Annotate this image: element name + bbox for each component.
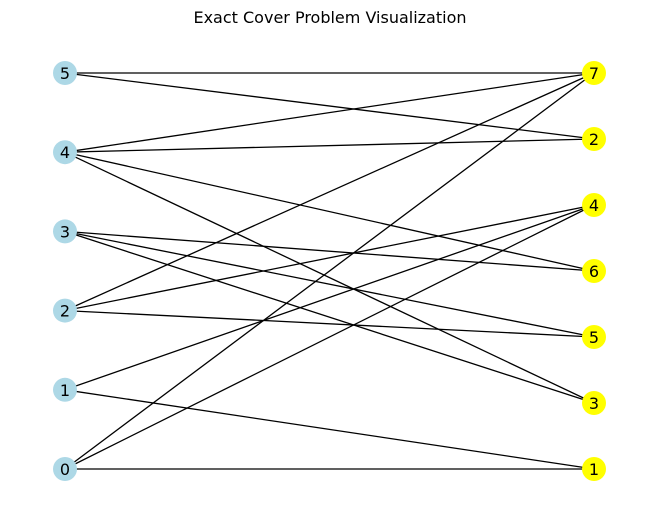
left-node-circle-0 — [53, 457, 77, 481]
left-node-circle-3 — [53, 219, 77, 244]
right-node-circle-1 — [582, 457, 606, 481]
right-node-label-3: 3 — [589, 394, 599, 413]
right-node-circle-6 — [582, 259, 606, 283]
left-node-label-1: 1 — [60, 381, 70, 400]
right-node-1: 1 — [582, 457, 606, 481]
edge-L4-R2 — [64, 138, 595, 153]
right-node-label-1: 1 — [589, 460, 599, 479]
right-node-2: 2 — [582, 127, 606, 151]
edge-L2-R5 — [64, 309, 595, 338]
left-node-label-2: 2 — [60, 302, 70, 321]
left-node-label-4: 4 — [60, 143, 70, 162]
right-node-circle-7 — [582, 61, 606, 85]
nodes-group: 5 4 3 2 1 0 7 2 4 6 5 3 1 — [53, 61, 606, 481]
right-node-circle-5 — [582, 325, 606, 349]
right-node-4: 4 — [582, 193, 606, 217]
edge-L4-R3 — [64, 151, 595, 404]
right-node-circle-4 — [582, 193, 606, 217]
edge-L5-R2 — [64, 72, 595, 140]
right-node-label-4: 4 — [589, 196, 599, 215]
edges-group — [64, 72, 595, 470]
right-node-3: 3 — [582, 391, 606, 415]
edge-L0-R4 — [64, 204, 595, 470]
right-node-circle-3 — [582, 391, 606, 415]
right-node-circle-2 — [582, 127, 606, 151]
edge-L2-R7 — [64, 72, 595, 312]
edge-L0-R7 — [64, 72, 595, 470]
edge-L3-R6 — [64, 230, 595, 272]
left-node-4: 4 — [53, 140, 77, 165]
right-node-label-6: 6 — [589, 262, 599, 281]
right-node-label-2: 2 — [589, 130, 599, 149]
right-node-5: 5 — [582, 325, 606, 349]
left-node-circle-2 — [53, 298, 77, 323]
left-node-3: 3 — [53, 219, 77, 244]
left-node-0: 0 — [53, 457, 77, 481]
right-node-label-5: 5 — [589, 328, 599, 347]
left-node-label-3: 3 — [60, 222, 70, 241]
left-node-label-5: 5 — [60, 64, 70, 83]
left-node-2: 2 — [53, 298, 77, 323]
edge-L4-R6 — [64, 151, 595, 272]
right-node-6: 6 — [582, 259, 606, 283]
edge-L3-R5 — [64, 230, 595, 338]
left-node-circle-1 — [53, 377, 77, 402]
edge-L2-R4 — [64, 204, 595, 312]
right-node-label-7: 7 — [589, 64, 599, 83]
left-node-label-0: 0 — [60, 460, 70, 479]
left-node-5: 5 — [53, 61, 77, 85]
left-node-circle-5 — [53, 61, 77, 85]
left-node-1: 1 — [53, 377, 77, 402]
edge-L1-R4 — [64, 204, 595, 391]
right-node-7: 7 — [582, 61, 606, 85]
left-node-circle-4 — [53, 140, 77, 165]
edge-L4-R7 — [64, 72, 595, 153]
edge-L3-R3 — [64, 230, 595, 404]
diagram-title: Exact Cover Problem Visualization — [193, 8, 466, 27]
